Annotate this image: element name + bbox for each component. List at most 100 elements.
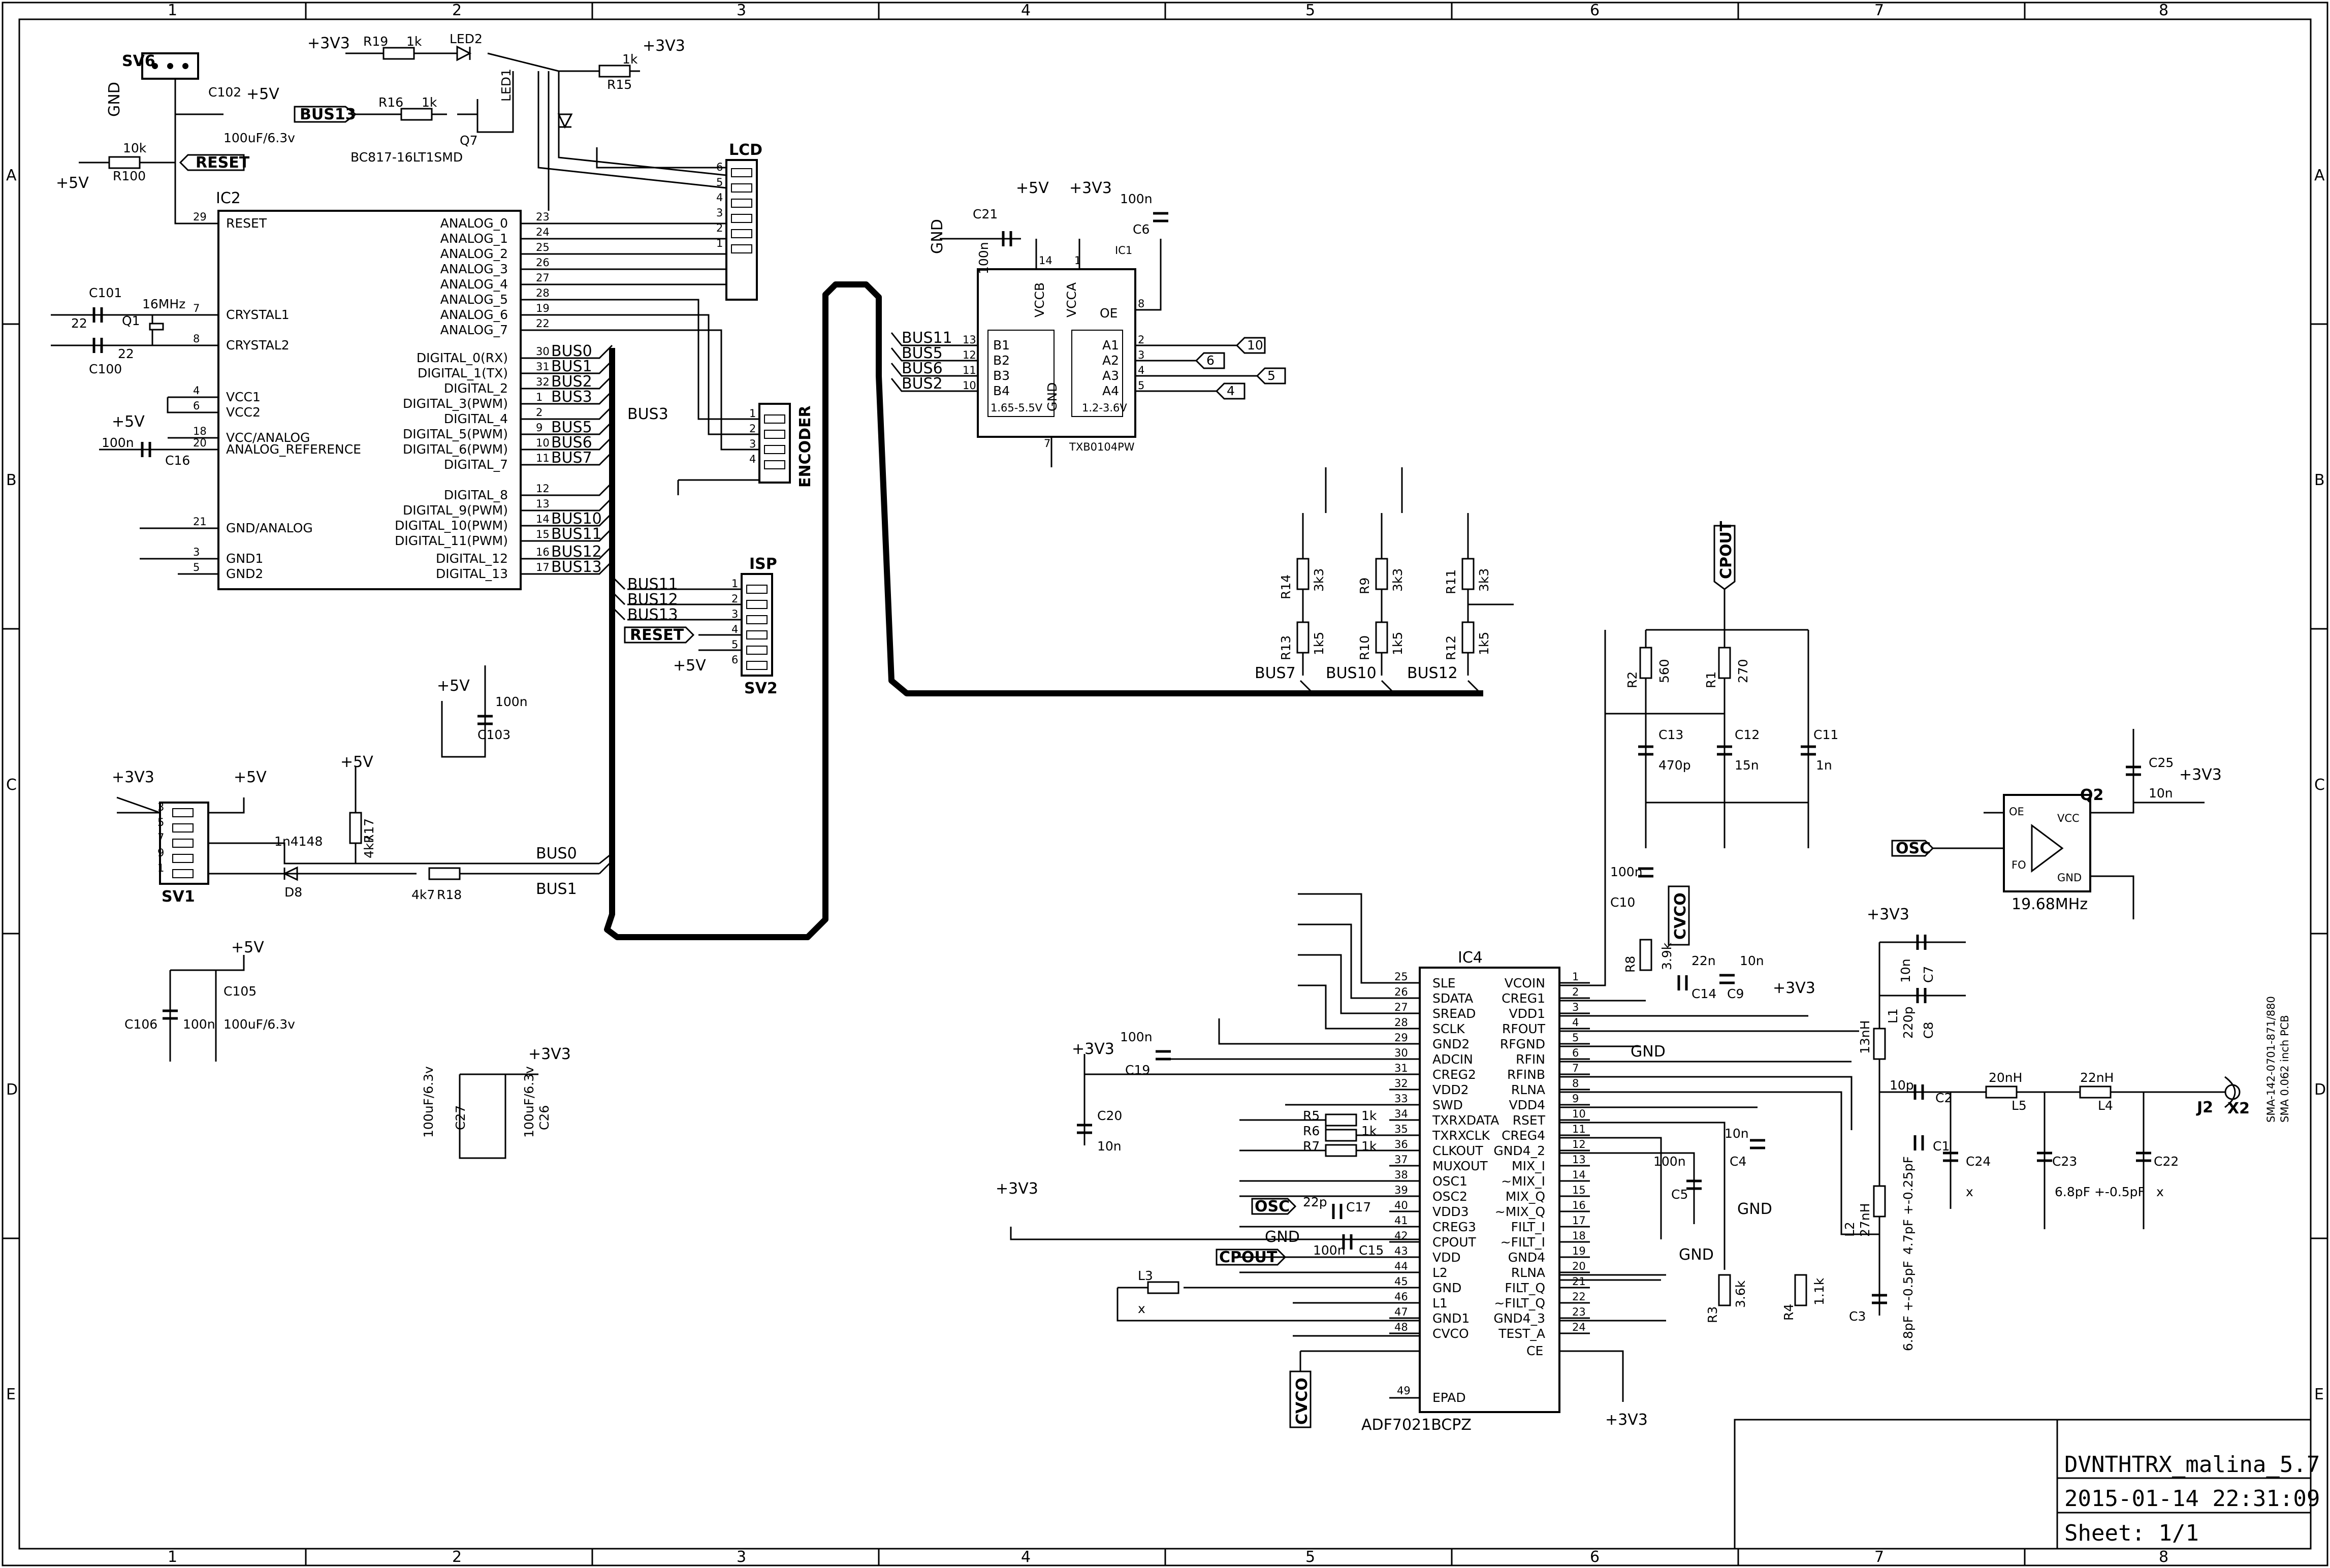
ic1-pin-name: B2 (993, 353, 1010, 368)
col-5-bottom: 5 (1305, 1548, 1315, 1566)
ic1-pin-name: B1 (993, 338, 1010, 353)
net-tag: 5 (1267, 368, 1275, 383)
ic2-pin-num: 11 (536, 452, 550, 464)
pin-number: 5 (731, 638, 738, 651)
part-label-c24: C24 (1966, 1154, 1991, 1169)
ic1-pin-name: A3 (1102, 368, 1119, 383)
ic4-pin-name: L2 (1432, 1265, 1448, 1280)
ic2-pin-num: 10 (536, 437, 550, 449)
part-label-c106: C106 (124, 1017, 157, 1032)
ic4-pin-num: 10 (1572, 1108, 1586, 1120)
col-2-bottom: 2 (452, 1548, 462, 1566)
part-label-l3: L3 (1138, 1268, 1153, 1283)
ic4-epad-name: EPAD (1432, 1390, 1466, 1405)
flag-osc-ic4: OSC (1255, 1198, 1290, 1215)
col-6: 6 (1590, 2, 1600, 19)
part-label-c4: C4 (1730, 1154, 1746, 1169)
part-label-c26v: 100uF/6.3v (522, 1066, 536, 1138)
ic2-pin-num: 2 (536, 406, 542, 419)
ic1-pin-num: 7 (1044, 437, 1050, 450)
part-label-l4v: 22nH (2080, 1070, 2114, 1085)
ic2-pin-num: 1 (536, 391, 542, 403)
ic4-pin-name: CREG2 (1432, 1067, 1476, 1082)
ic4-pin-name: SWD (1432, 1098, 1463, 1112)
bus-net-label: BUS0 (536, 845, 577, 862)
flag-bus13: BUS13 (300, 106, 356, 123)
part-label-c11v: 1n (1816, 758, 1832, 773)
part-label-c3: C3 (1849, 1309, 1866, 1324)
ic4-pin-name: MUXOUT (1432, 1159, 1488, 1173)
title-name: DVNTHTRX_malina_5.7 (2064, 1452, 2320, 1478)
ic2-pin-name: DIGITAL_5(PWM) (403, 427, 508, 441)
part-label-c4v: 10n (1725, 1126, 1749, 1141)
ic4-pin-name: OSC2 (1432, 1189, 1467, 1204)
power-label: +3V3 (1773, 979, 1815, 997)
ic1-part: TXB0104PW (1069, 441, 1135, 453)
part-label-c2v: 10p (1890, 1078, 1914, 1093)
part-label-r12: R12 (1444, 635, 1458, 660)
flag-cpout-filter: CPOUT (1717, 521, 1735, 579)
ic4-pin-num: 4 (1572, 1016, 1579, 1029)
ic4-pin-name: FILT_I (1511, 1220, 1545, 1234)
ic2-pin-num: 23 (536, 211, 550, 223)
ground-label: GND (106, 82, 123, 117)
part-label-l2v: 27nH (1858, 1203, 1872, 1237)
ic1-pin-name: B4 (993, 383, 1010, 398)
power-symbols: +3V3+3V3+5V+5V+5V+5V+3V3+5V+5V+5V+3V3+5V… (56, 35, 2222, 1429)
sv6-label: SV6 (122, 52, 155, 70)
ic4-pin-name: RFOUT (1502, 1021, 1546, 1036)
part-label-c14v: 22n (1691, 953, 1716, 968)
ic4-pin-num: 16 (1572, 1199, 1586, 1211)
part-label-c1v: 4.7pF +-0.25pF (1901, 1156, 1916, 1255)
title-sheet: Sheet: 1/1 (2064, 1520, 2199, 1546)
pin-number: 5 (716, 176, 723, 188)
bus-net-label: BUS7 (551, 449, 592, 467)
ic2-pin-name: ANALOG_2 (440, 246, 508, 261)
ic2-pin-name: ANALOG_7 (440, 323, 508, 337)
part-label-r9: R9 (1357, 578, 1372, 594)
ic4-pin-num: 20 (1572, 1260, 1586, 1272)
ic4-pin-num: 30 (1394, 1047, 1408, 1059)
ic4-pin-name: CVCO (1432, 1326, 1469, 1341)
ic4-pin-num: 48 (1394, 1321, 1408, 1333)
ic2-pin-num: 16 (536, 546, 550, 558)
ic4-pin-name: ~MIX_I (1501, 1174, 1545, 1189)
ic2-pin-num: 22 (536, 317, 550, 330)
ic4-ce: CE (1526, 1343, 1543, 1358)
ic4-pin-name: ~FILT_I (1501, 1235, 1545, 1250)
lcd-label: LCD (729, 141, 762, 159)
ic2-pin-name: VCC/ANALOG (226, 430, 310, 445)
pin-number: 1 (157, 862, 164, 874)
ic4-pin-num: 31 (1394, 1062, 1408, 1074)
col-4-bottom: 4 (1021, 1548, 1031, 1566)
pin-number: 9 (157, 847, 164, 859)
ic4-pin-name: GND4_2 (1493, 1143, 1545, 1158)
pin-number: 3 (716, 207, 723, 219)
ic2-pin-name: ANALOG_4 (440, 277, 508, 292)
part-label-r10v: 1k5 (1390, 632, 1405, 655)
part-label-r17: R17 (362, 818, 376, 843)
power-label: +3V3 (528, 1045, 571, 1063)
ic4-pin-name: CREG4 (1502, 1128, 1545, 1143)
part-label-l1: L1 (1886, 1008, 1900, 1023)
ic4-pin-num: 37 (1394, 1154, 1408, 1166)
ic1-pin-num: 11 (963, 364, 976, 376)
part-label-c13v: 470p (1658, 758, 1691, 773)
part-label-r6: R6 (1303, 1124, 1320, 1138)
row-labels-left: A B C D E (6, 167, 18, 1403)
ic4-pin-name: GND1 (1432, 1311, 1470, 1326)
ic4-pin-name: RFGND (1500, 1037, 1545, 1051)
part-label-c11: C11 (1813, 727, 1838, 742)
part-label-r16v: 1k (422, 95, 437, 110)
part-label-c103: C103 (477, 727, 510, 742)
ic2-pin-num: 21 (193, 516, 207, 528)
bus-trunk (604, 281, 1483, 940)
row-c-right: C (2314, 776, 2325, 794)
ic2-pin-name: DIGITAL_0(RX) (417, 350, 508, 365)
ic4-pin-num: 5 (1572, 1032, 1579, 1044)
ic4-pin-num: 36 (1394, 1138, 1408, 1150)
ic2-pin-name: ANALOG_5 (440, 292, 508, 307)
part-label-l4: L4 (2098, 1098, 2113, 1113)
